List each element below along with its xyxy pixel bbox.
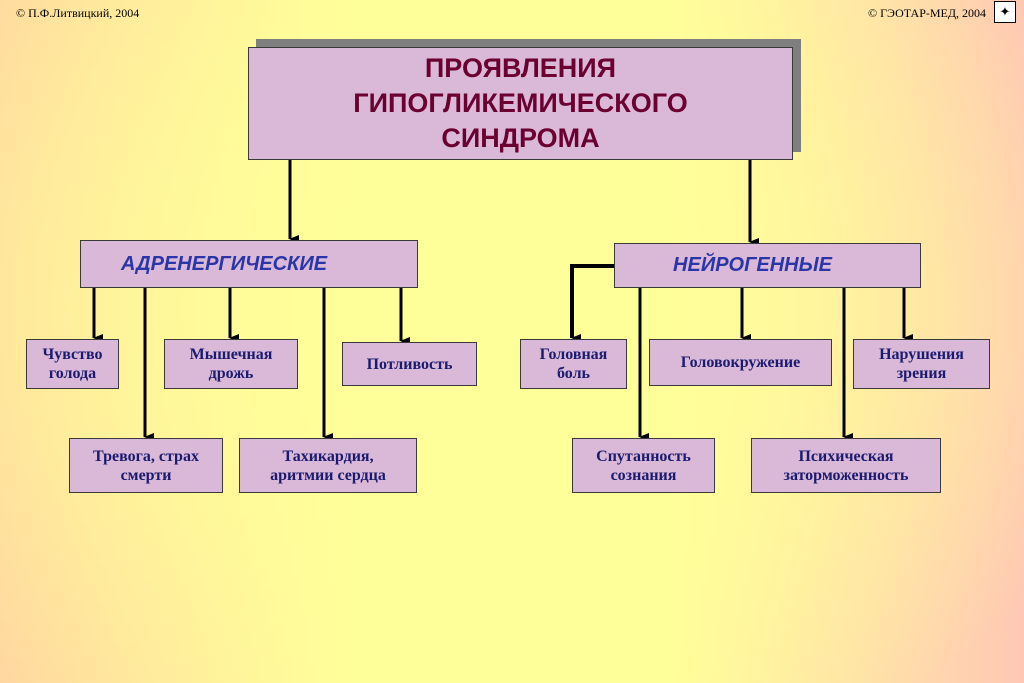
symptom-label: Мышечная дрожь (189, 346, 273, 382)
symptom-label: Тахикардия, аритмии сердца (270, 447, 386, 484)
symptom-label: Потливость (366, 355, 453, 373)
symptom-box: Потливость (342, 342, 477, 386)
category-label: НЕЙРОГЕННЫЕ (673, 254, 832, 276)
title-box: ПРОЯВЛЕНИЯ ГИПОГЛИКЕМИЧЕСКОГО СИНДРОМА (248, 47, 793, 160)
symptom-label: Спутанность сознания (596, 447, 691, 484)
symptom-label: Головокружение (680, 354, 801, 371)
copyright-publisher: © ГЭОТАР-МЕД, 2004 (868, 6, 987, 20)
symptom-box: Головная боль (520, 339, 627, 389)
copyright-author: © П.Ф.Литвицкий, 2004 (16, 6, 140, 20)
symptom-label: Психическая заторможенность (783, 447, 909, 484)
title-line: ГИПОГЛИКЕМИЧЕСКОГО (353, 88, 688, 118)
symptom-label: Нарушения зрения (879, 346, 964, 382)
symptom-label: Головная боль (539, 346, 608, 382)
symptom-box: Мышечная дрожь (164, 339, 298, 389)
category-neurogenic: НЕЙРОГЕННЫЕ (614, 243, 921, 288)
symptom-box: Головокружение (649, 339, 832, 386)
symptom-label: Чувство голода (42, 346, 103, 382)
symptom-box: Тревога, страх смерти (69, 438, 223, 493)
publisher-logo-icon: ✦ (994, 1, 1016, 23)
arrow (570, 264, 614, 342)
title-line: СИНДРОМА (441, 123, 600, 153)
category-label: АДРЕНЕРГИЧЕСКИЕ (121, 252, 328, 275)
symptom-box: Нарушения зрения (853, 339, 990, 389)
category-adrenergic: АДРЕНЕРГИЧЕСКИЕ (80, 240, 418, 288)
title-line: ПРОЯВЛЕНИЯ (424, 53, 617, 83)
symptom-box: Чувство голода (26, 339, 119, 389)
symptom-box: Психическая заторможенность (751, 438, 941, 493)
symptom-label: Тревога, страх смерти (93, 447, 199, 484)
symptom-box: Тахикардия, аритмии сердца (239, 438, 417, 493)
symptom-box: Спутанность сознания (572, 438, 715, 493)
